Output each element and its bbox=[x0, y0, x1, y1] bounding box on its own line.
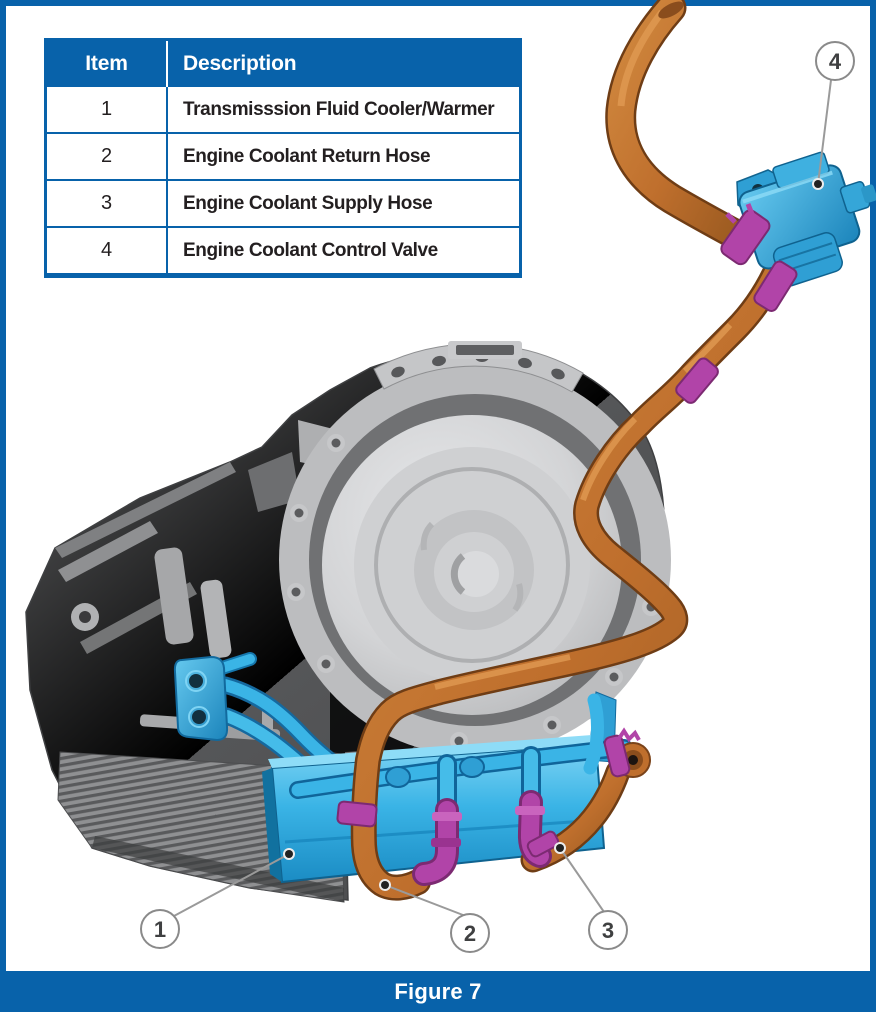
item-description: Engine Coolant Supply Hose bbox=[183, 192, 433, 214]
item-description: Engine Coolant Return Hose bbox=[183, 145, 431, 167]
figure-caption-bar: Figure 7 bbox=[0, 971, 876, 1012]
table-row: 2 Engine Coolant Return Hose bbox=[47, 132, 519, 179]
callout-4: 4 bbox=[812, 41, 855, 190]
callout-3-label: 3 bbox=[602, 918, 614, 943]
item-description: Engine Coolant Control Valve bbox=[183, 239, 438, 261]
coolant-control-valve-graphic bbox=[605, 0, 876, 404]
page-border-left bbox=[0, 0, 6, 1012]
callout-2-label: 2 bbox=[464, 921, 476, 946]
callout-1-label: 1 bbox=[154, 917, 166, 942]
item-number: 2 bbox=[47, 134, 168, 179]
header-item: Item bbox=[47, 41, 168, 87]
table-row: 1 Transmisssion Fluid Cooler/Warmer bbox=[47, 87, 519, 132]
parts-table-header: Item Description bbox=[47, 41, 519, 87]
header-description: Description bbox=[183, 52, 297, 75]
callouts: 1 2 3 4 bbox=[140, 41, 855, 953]
page-border-right bbox=[870, 0, 876, 1012]
bell-housing-graphic bbox=[279, 341, 671, 756]
item-number: 4 bbox=[47, 228, 168, 273]
hose-clamps-graphic bbox=[336, 727, 641, 886]
callout-3: 3 bbox=[554, 842, 628, 950]
callout-2: 2 bbox=[379, 879, 490, 953]
figure-caption: Figure 7 bbox=[394, 978, 482, 1004]
callout-1: 1 bbox=[140, 848, 295, 949]
callout-4-label: 4 bbox=[829, 49, 842, 74]
item-number: 1 bbox=[47, 87, 168, 132]
parts-table: Item Description 1 Transmisssion Fluid C… bbox=[44, 38, 522, 278]
item-number: 3 bbox=[47, 181, 168, 226]
table-row: 4 Engine Coolant Control Valve bbox=[47, 226, 519, 273]
table-row: 3 Engine Coolant Supply Hose bbox=[47, 179, 519, 226]
page-border-top bbox=[0, 0, 876, 6]
item-description: Transmisssion Fluid Cooler/Warmer bbox=[183, 98, 495, 120]
